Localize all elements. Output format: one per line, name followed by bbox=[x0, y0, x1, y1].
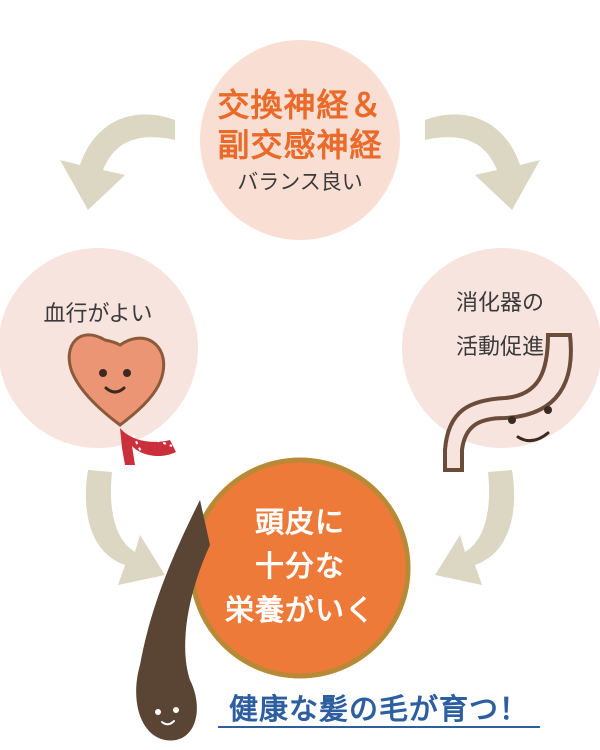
top-circle bbox=[200, 40, 400, 240]
arrow-top-right bbox=[425, 114, 540, 210]
hair-strand-face-icon bbox=[136, 500, 210, 741]
center-line-1: 頭皮に bbox=[254, 505, 345, 539]
right-line-1: 消化器の bbox=[455, 291, 544, 316]
center-circle-text: 頭皮に 十分な 栄養がいく bbox=[200, 500, 400, 632]
right-line-2: 活動促進 bbox=[455, 335, 544, 360]
heart-face-icon bbox=[67, 333, 176, 465]
right-circle-text: 消化器の 活動促進 bbox=[430, 282, 570, 370]
top-circle-text: 交換神経＆ 副交感神経 バランス良い bbox=[200, 85, 400, 199]
arrow-top-left bbox=[60, 114, 175, 210]
top-line-3: バランス良い bbox=[237, 170, 363, 194]
arrow-bottom-left bbox=[85, 470, 165, 585]
left-circle-label: 血行がよい bbox=[43, 302, 153, 327]
tagline: 健康な髪の毛が育つ！ bbox=[228, 692, 529, 726]
tagline-underline bbox=[218, 726, 540, 728]
top-line-2: 副交感神経 bbox=[217, 126, 383, 164]
center-line-3: 栄養がいく bbox=[224, 593, 375, 627]
arrow-bottom-right bbox=[435, 470, 515, 585]
stomach-face-icon bbox=[443, 333, 573, 472]
center-line-2: 十分な bbox=[254, 549, 345, 583]
top-line-1: 交換神経＆ bbox=[217, 86, 383, 124]
